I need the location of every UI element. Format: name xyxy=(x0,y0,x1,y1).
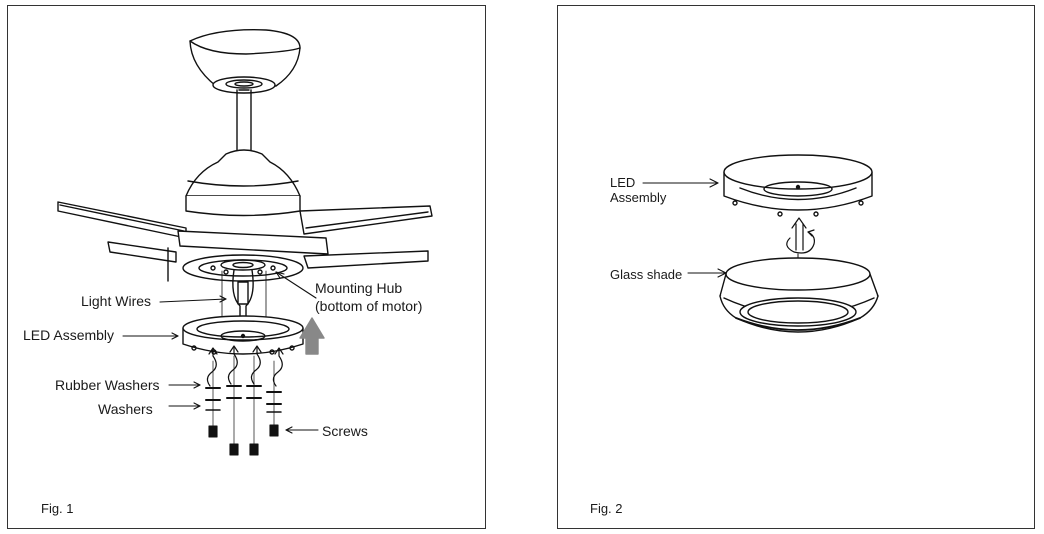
led-assembly-drawing xyxy=(723,154,873,217)
downrod-drawing xyxy=(236,89,252,151)
washers-and-screws-drawing xyxy=(205,355,282,456)
mounting-hub-drawing xyxy=(182,254,304,282)
glass-shade-diagram xyxy=(642,154,879,333)
motor-housing-drawing xyxy=(185,149,301,217)
fan-blades-drawing xyxy=(57,201,433,282)
up-arrow xyxy=(299,317,325,355)
rubber-washers-label: Rubber Washers xyxy=(55,377,160,393)
washers-label: Washers xyxy=(98,401,153,417)
canopy-drawing xyxy=(189,29,301,94)
led-assembly-drawing xyxy=(182,315,304,355)
led-assembly-label: LED Assembly xyxy=(23,327,115,343)
leader-lines xyxy=(122,271,319,434)
mounting-hub-label: Mounting Hub xyxy=(315,280,403,296)
figure-1-panel: Light Wires Mounting Hub (bottom of moto… xyxy=(7,5,486,529)
glass-shade-drawing xyxy=(719,257,879,333)
fan-exploded-diagram xyxy=(57,29,433,456)
figure-2-caption: Fig. 2 xyxy=(590,501,623,516)
screws-label: Screws xyxy=(322,423,368,439)
led-assembly-label: LED xyxy=(610,175,636,190)
mounting-hub-sublabel: (bottom of motor) xyxy=(315,298,423,314)
led-assembly-label-line2: Assembly xyxy=(610,190,667,205)
leader-lines xyxy=(642,178,727,278)
glass-shade-label: Glass shade xyxy=(610,267,683,282)
figure-1-caption: Fig. 1 xyxy=(41,501,74,516)
light-wires-label: Light Wires xyxy=(81,293,152,309)
twist-arrow-drawing xyxy=(786,217,815,261)
figure-2-panel: LED Assembly Glass shade Fig. 2 xyxy=(557,5,1035,529)
